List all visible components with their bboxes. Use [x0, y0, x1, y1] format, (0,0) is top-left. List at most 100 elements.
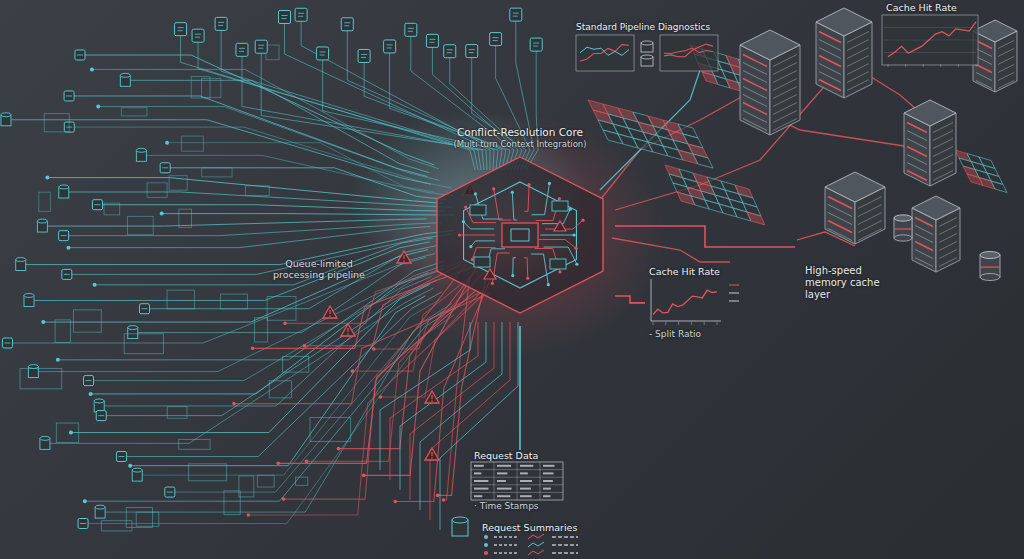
- storage-drum: [980, 252, 1000, 281]
- core-node: [526, 276, 529, 279]
- core-node: [569, 207, 572, 210]
- database-icon: [28, 365, 38, 369]
- summary-bar: [552, 545, 578, 547]
- circuit-component: [202, 168, 232, 177]
- cell-value: [474, 473, 481, 475]
- chart-line: [664, 48, 713, 54]
- cell-value: [497, 480, 506, 482]
- icon-detail: [178, 30, 183, 31]
- circuit-component: [104, 203, 120, 215]
- data-grid: [665, 165, 765, 225]
- cell-value: [497, 473, 507, 475]
- server-slot: [743, 87, 767, 99]
- cell-value: [520, 465, 533, 467]
- database-icon: [136, 148, 146, 152]
- trace-node: [128, 464, 132, 468]
- icon-detail: [178, 27, 184, 28]
- legend-mark: [729, 293, 739, 294]
- icon-detail: [387, 47, 392, 48]
- server-slot: [998, 41, 1014, 49]
- top-icon: [358, 49, 370, 62]
- circuit-component: [269, 381, 291, 398]
- server-slot: [907, 123, 927, 133]
- server-slot: [915, 218, 933, 227]
- warning-symbol: [425, 448, 439, 460]
- server-slot: [939, 234, 957, 243]
- circuit-trace: [33, 265, 444, 372]
- server-slot: [858, 229, 882, 241]
- trace-node: [56, 358, 60, 362]
- core-node: [474, 192, 477, 195]
- icon-detail: [61, 235, 67, 236]
- node-title: Request Data: [470, 450, 570, 461]
- icon-detail: [66, 95, 72, 96]
- trace-node: [160, 212, 164, 216]
- chart-line: [580, 44, 629, 61]
- table-frame: [471, 462, 563, 500]
- server-slot: [939, 242, 957, 251]
- core-chip: [511, 229, 529, 241]
- icon-detail: [469, 49, 475, 50]
- server-slot: [933, 147, 953, 157]
- core-trace: [531, 254, 548, 285]
- server-slot: [933, 171, 953, 181]
- server-face: [816, 8, 872, 36]
- sub-chip: [550, 259, 566, 269]
- grid-cell: [991, 181, 1007, 193]
- mini-chart: [576, 35, 634, 71]
- summary-bar: [494, 553, 518, 555]
- circuit-component: [202, 78, 221, 97]
- chartTop-graphic: [880, 13, 990, 71]
- server-slot: [743, 79, 767, 91]
- cell-value: [520, 496, 532, 498]
- core-node: [558, 197, 561, 200]
- icon-detail: [493, 37, 499, 38]
- server-slot: [858, 221, 882, 233]
- top-icon: [510, 8, 522, 21]
- cell-value: [543, 480, 553, 482]
- server-slot: [907, 139, 927, 149]
- server-stack: [816, 8, 872, 98]
- circuit-component: [124, 334, 163, 354]
- circuit-trace: [47, 178, 443, 204]
- component-icon: [92, 200, 102, 210]
- trace-node: [251, 347, 255, 351]
- cell-value: [543, 496, 550, 498]
- server-stack: [740, 30, 800, 135]
- alert-trace: [234, 293, 489, 403]
- summary-dot: [484, 543, 488, 547]
- database-icon: [128, 326, 138, 330]
- drum-band: [894, 228, 912, 229]
- server-slot: [998, 73, 1014, 81]
- trace-node: [372, 347, 376, 351]
- cell-value: [520, 488, 531, 490]
- warning-symbol: [403, 255, 404, 259]
- circuit-component: [74, 310, 102, 332]
- top-icon: [384, 40, 396, 53]
- component-icon: [78, 519, 88, 529]
- grid-cell: [747, 212, 765, 225]
- database-icon: [641, 41, 653, 45]
- server-slot: [976, 73, 992, 81]
- trace-node: [276, 462, 280, 466]
- chart-line: [664, 44, 713, 57]
- circuit-trace: [450, 58, 522, 170]
- trace-node: [442, 498, 446, 502]
- warning-symbol: [554, 221, 566, 231]
- icon-detail: [344, 25, 349, 26]
- connector-trace: [519, 326, 521, 450]
- table-node: Request Data· Time Stamps: [470, 450, 570, 522]
- server-slot: [998, 65, 1014, 73]
- circuit-trace: [64, 223, 442, 236]
- icon-detail: [447, 49, 453, 50]
- icon-detail: [408, 28, 414, 29]
- server-slot: [773, 79, 797, 91]
- trace-node: [232, 402, 236, 406]
- icon-detail: [533, 43, 539, 44]
- circuit-trace: [97, 205, 445, 211]
- icon-detail: [64, 274, 70, 275]
- circuit-trace: [526, 51, 538, 170]
- core-node: [458, 233, 461, 236]
